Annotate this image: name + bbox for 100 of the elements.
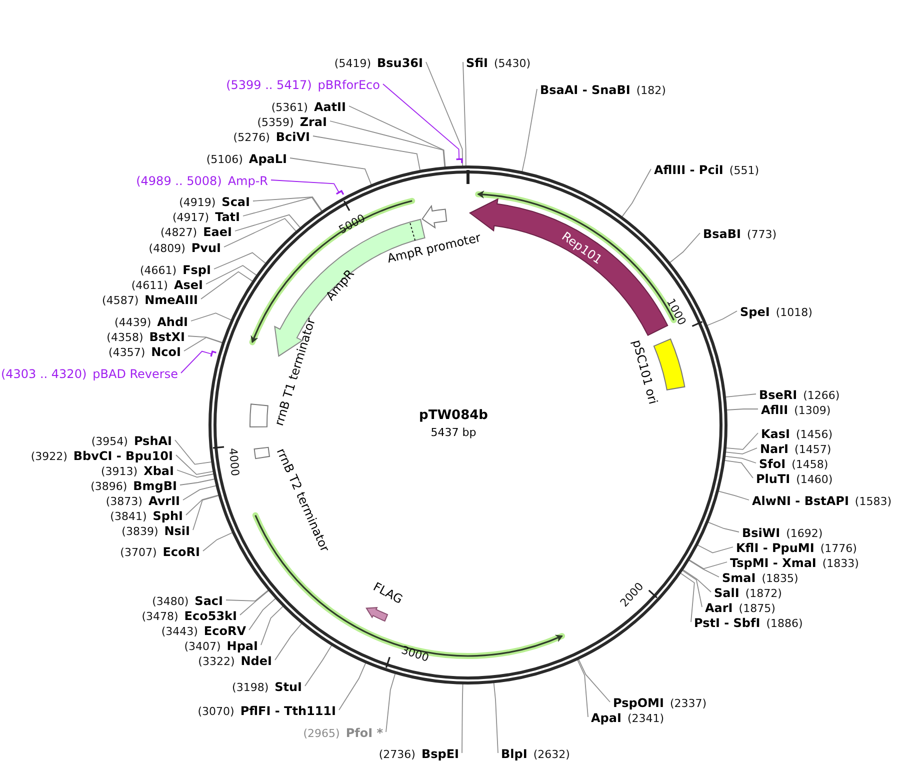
primer-position: (4989 .. 5008) (136, 174, 222, 188)
enzyme-name: ScaI (222, 195, 250, 209)
site-position: (1018) (776, 306, 812, 319)
leader-line (242, 196, 322, 216)
leader-line (462, 62, 466, 166)
enzyme-name: AseI (174, 278, 203, 292)
leader-line (622, 168, 652, 218)
leader-line (330, 120, 446, 168)
enzyme-name: SacI (194, 594, 223, 608)
site-position: (2736) (378, 748, 416, 761)
leader-line (180, 478, 216, 486)
enzyme-name: BlpI (501, 747, 528, 761)
site-position: (4661) (140, 264, 177, 277)
leader-line (312, 136, 421, 171)
enzyme-name: HpaI (226, 639, 258, 653)
leader-line (304, 644, 332, 686)
leader-line (576, 659, 588, 718)
site-position: (1266) (803, 389, 840, 402)
site-position: (3070) (198, 705, 234, 718)
enzyme-name: NsiI (164, 524, 190, 538)
site-position: (3873) (106, 495, 142, 508)
leader-line (688, 559, 728, 570)
leader-line (718, 490, 750, 500)
leader-line (522, 88, 538, 172)
site-position: (5359) (257, 116, 294, 129)
enzyme-name: BspEI (421, 747, 459, 761)
enzyme-name: NdeI (240, 654, 272, 668)
enzyme-name: KflI - PpuMI (736, 541, 814, 555)
site-position: (3896) (90, 480, 128, 493)
leader-line (724, 456, 756, 464)
leader-line (270, 180, 340, 193)
site-position: (3707) (120, 546, 157, 559)
site-position: (1875) (738, 602, 776, 615)
site-position: (1309) (794, 404, 831, 417)
leader-line (176, 470, 214, 478)
enzyme-name: ZraI (300, 115, 327, 129)
leader-line (680, 572, 695, 622)
site-position: (3954) (91, 435, 128, 448)
site-position: (773) (747, 228, 777, 241)
enzyme-name: SphI (152, 509, 183, 523)
enzyme-name: NcoI (151, 345, 181, 359)
site-position: (3922) (30, 450, 68, 463)
leader-line (578, 658, 610, 702)
site-position: (4827) (160, 226, 198, 239)
plasmid-size: 5437 bp (430, 426, 476, 439)
site-position: (3443) (161, 625, 198, 638)
leader-line (697, 544, 734, 554)
leader-line (338, 662, 366, 710)
leader-line (248, 598, 276, 630)
enzyme-name: TspMI - XmaI (730, 556, 816, 570)
leader-line (188, 336, 223, 344)
site-position: (4919) (179, 196, 216, 209)
enzyme-name: StuI (274, 680, 302, 694)
site-position: (4917) (172, 211, 210, 224)
leader-line (726, 408, 758, 410)
leader-line (234, 214, 301, 232)
site-position: (2341) (627, 712, 664, 725)
plasmid-name: pTW084b (419, 408, 488, 423)
enzyme-name: AflII (761, 403, 788, 417)
enzyme-name: SfiI (466, 56, 488, 70)
site-position: (1456) (796, 428, 833, 441)
site-position: (2337) (670, 697, 707, 710)
leader-line (184, 337, 223, 352)
enzyme-name: EcoRI (162, 545, 200, 559)
primer-name: pBAD Reverse (92, 367, 178, 381)
site-position: (5430) (494, 57, 531, 70)
enzyme-name: SfoI (759, 457, 786, 471)
leader-line (290, 158, 372, 186)
site-position: (5361) (271, 101, 308, 114)
leader-line (202, 532, 233, 552)
site-position: (1460) (796, 473, 833, 486)
enzyme-name: AarI (705, 601, 733, 615)
enzyme-name: SmaI (722, 571, 756, 585)
leader-line (200, 271, 254, 300)
enzyme-name: Bsu36I (377, 56, 423, 70)
enzyme-name: FspI (182, 263, 211, 277)
site-position: (3913) (101, 465, 138, 478)
enzyme-name: PfoI * (346, 726, 383, 740)
leader-line (174, 440, 212, 465)
leader-line (682, 569, 712, 592)
leader-line (682, 570, 702, 608)
leader-line (252, 196, 323, 212)
enzyme-name: KasI (761, 427, 790, 441)
leader-line (382, 84, 460, 160)
leader-line (206, 264, 258, 284)
primer-position: (5399 .. 5417) (226, 78, 312, 92)
enzyme-name: TatI (215, 210, 240, 224)
site-position: (3478) (142, 610, 178, 623)
site-position: (1457) (794, 443, 832, 456)
enzyme-name: BbvCI - Bpu10I (73, 449, 173, 463)
enzyme-name: AlwNI - BstAPI (752, 494, 849, 508)
scale-label: 4000 (226, 448, 242, 477)
leader-line (708, 522, 740, 532)
site-position: (3480) (152, 595, 189, 608)
enzyme-name: BciVI (276, 130, 310, 144)
enzyme-name: PshAI (134, 434, 172, 448)
leader-line (348, 106, 446, 168)
site-position: (3322) (198, 655, 235, 668)
site-position: (1692) (786, 527, 823, 540)
enzyme-name: AvrII (148, 494, 180, 508)
